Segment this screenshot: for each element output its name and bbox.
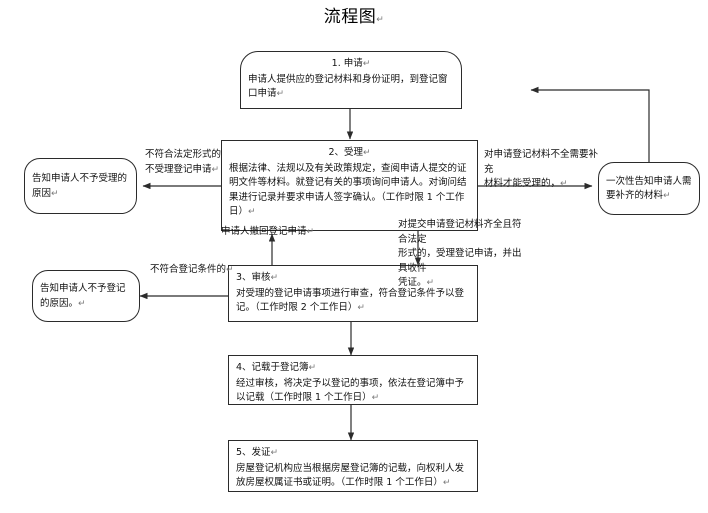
edge-label-accept-materials: 对提交申请登记材料齐全且符合法定 形式的，受理登记申请，并出具收件 凭证。↵: [398, 219, 522, 288]
edge-label-not-meet-conditions: 不符合登记条件的↵: [150, 264, 234, 275]
node-step-3-body: 对受理的登记申请事项进行审查，符合登记条件予以登记。（工作时限 2 个工作日）↵: [236, 287, 465, 314]
node-notify-supplement-materials-body: 一次性告知申请人需要补齐的材料↵: [606, 175, 692, 202]
node-notify-refuse-registration[interactable]: 告知申请人不予登记的原因。↵: [32, 270, 140, 322]
node-step-2-body: 根据法律、法规以及有关政策规定，查阅申请人提交的证明文件等材料。就登记有关的事项…: [229, 162, 467, 218]
node-step-1-heading: 1. 申请↵: [331, 58, 371, 69]
edge-label-withdraw-application: 申请人撤回登记申请↵: [221, 226, 315, 237]
node-notify-refuse-acceptance[interactable]: 告知申请人不予受理的原因↵: [24, 158, 137, 214]
node-step-4-body: 经过审核，将决定予以登记的事项，依法在登记簿中予以记载（工作时限 1 个工作日）…: [236, 377, 465, 404]
node-step-5-heading: 5、发证↵: [236, 447, 279, 458]
node-notify-refuse-acceptance-body: 告知申请人不予受理的原因↵: [32, 173, 128, 199]
node-step-1-application[interactable]: 1. 申请↵ 申请人提供应的登记材料和身份证明，到登记窗口申请↵: [240, 51, 462, 109]
page-title: 流程图↵: [0, 6, 708, 31]
node-step-1-body: 申请人提供应的登记材料和身份证明，到登记窗口申请↵: [248, 73, 448, 100]
node-notify-refuse-registration-body: 告知申请人不予登记的原因。↵: [40, 283, 126, 309]
pilcrow-mark: ↵: [376, 15, 385, 25]
edge-label-not-legal-form: 不符合法定形式的 不受理登记申请↵: [145, 149, 222, 175]
node-step-3-heading: 3、审核↵: [236, 272, 279, 283]
node-notify-supplement-materials[interactable]: 一次性告知申请人需要补齐的材料↵: [598, 162, 700, 215]
page-title-text: 流程图: [323, 7, 377, 27]
node-step-4-record-in-register[interactable]: 4、记载于登记簿↵ 经过审核，将决定予以登记的事项，依法在登记簿中予以记载（工作…: [228, 355, 478, 405]
node-step-4-heading: 4、记载于登记簿↵: [236, 362, 317, 373]
node-step-5-body: 房屋登记机构应当根据房屋登记簿的记载，向权利人发放房屋权属证书或证明。（工作时限…: [236, 462, 465, 489]
node-step-2-heading: 2、受理↵: [328, 147, 371, 158]
node-step-2-acceptance[interactable]: 2、受理↵ 根据法律、法规以及有关政策规定，查阅申请人提交的证明文件等材料。就登…: [221, 140, 478, 231]
node-step-3-review[interactable]: 3、审核↵ 对受理的登记申请事项进行审查，符合登记条件予以登记。（工作时限 2 …: [228, 265, 478, 322]
node-step-5-issue-certificate[interactable]: 5、发证↵ 房屋登记机构应当根据房屋登记簿的记载，向权利人发放房屋权属证书或证明…: [228, 440, 478, 492]
edge-label-incomplete-materials: 对申请登记材料不全需要补充 材料才能受理的，↵: [484, 149, 599, 189]
